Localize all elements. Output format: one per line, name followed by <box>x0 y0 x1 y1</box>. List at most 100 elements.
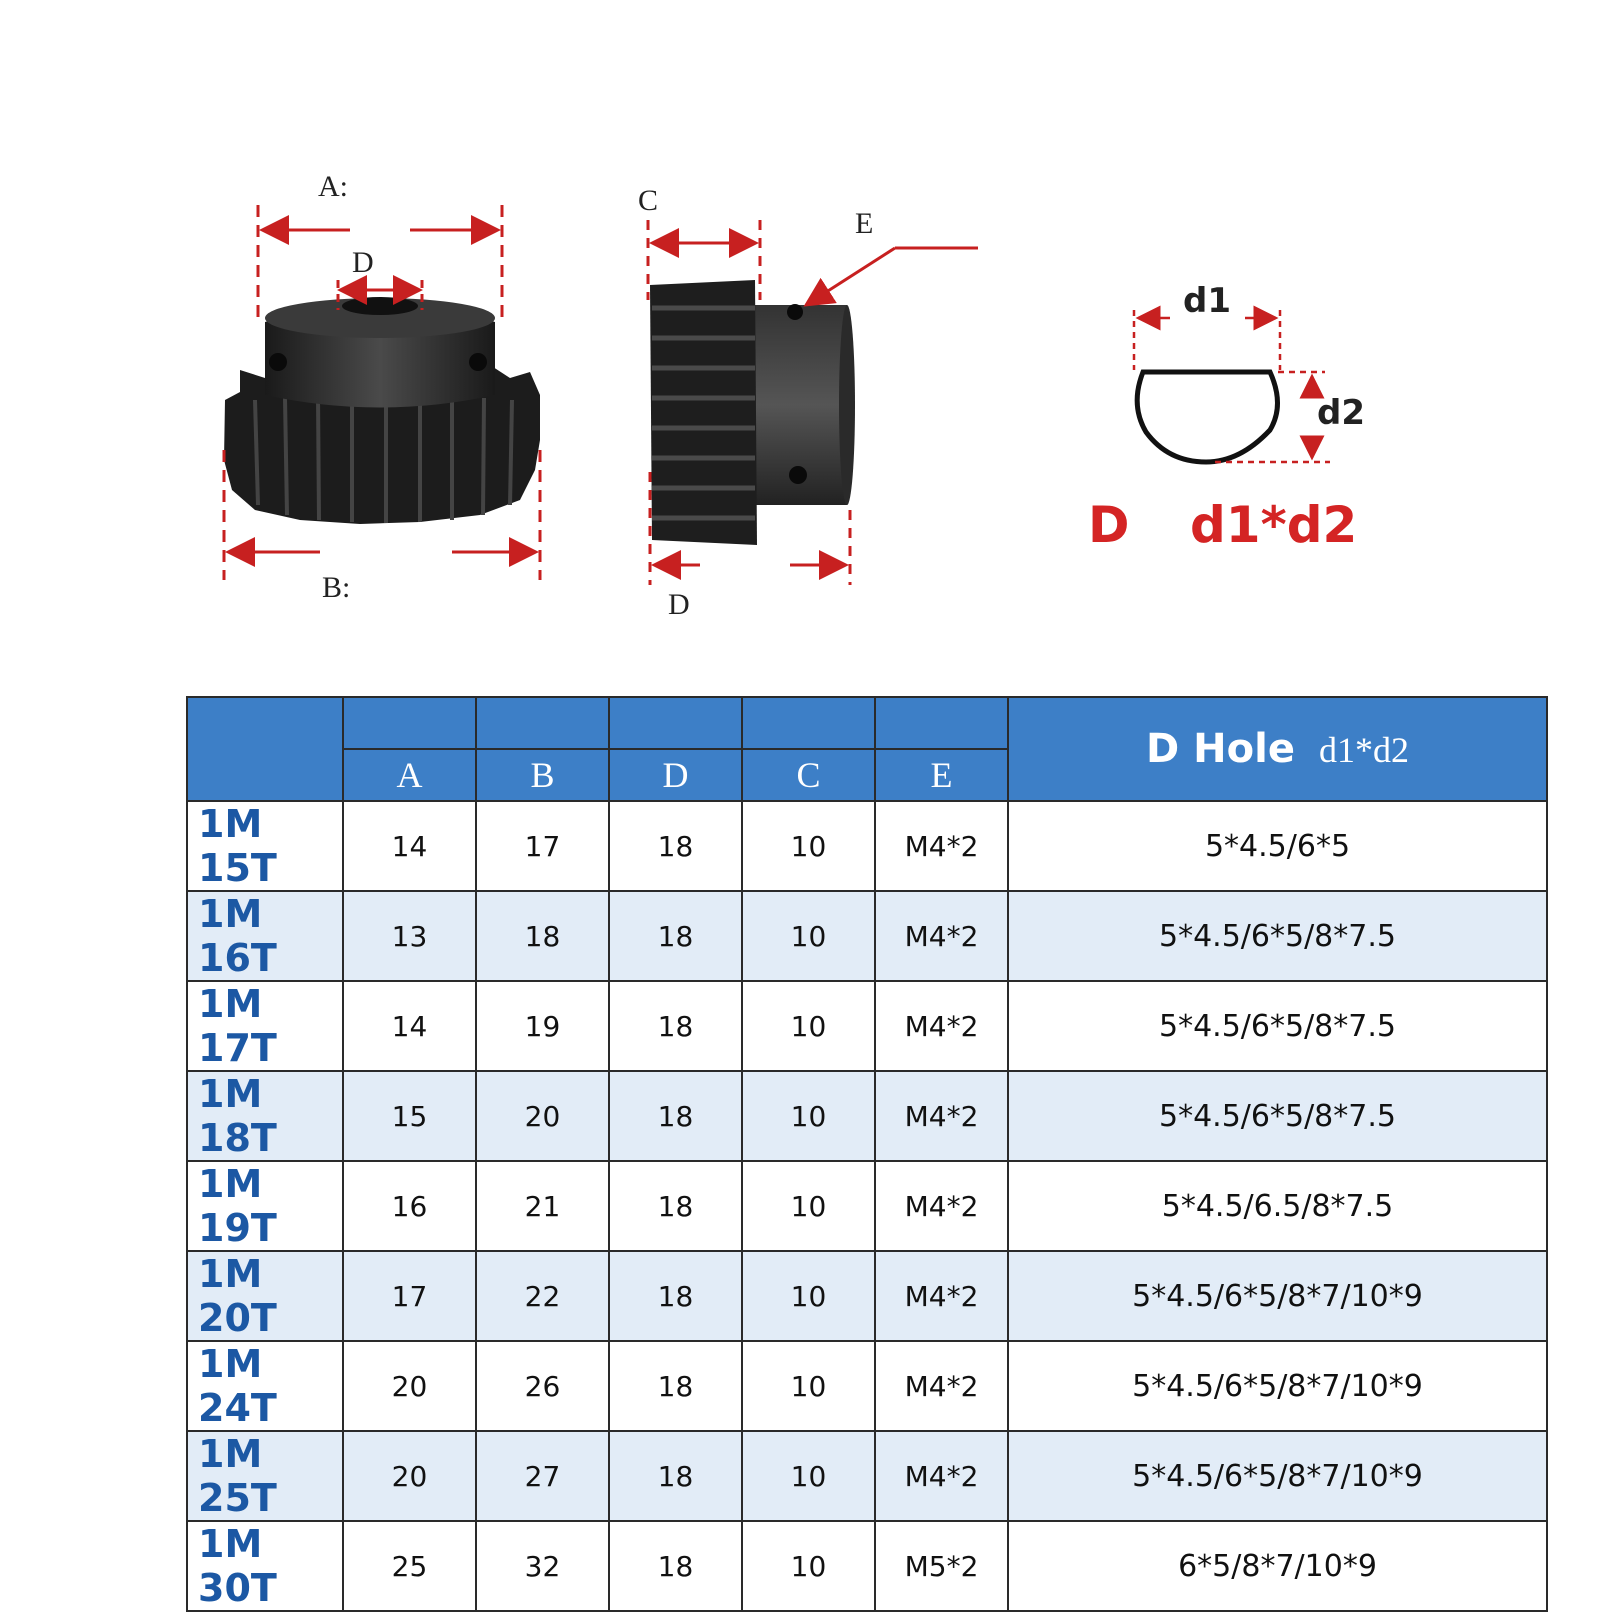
label-D-front: D <box>352 246 374 279</box>
header-spacer <box>342 696 477 750</box>
cell-model: 1M 18T <box>186 1070 344 1162</box>
cell-hole: 5*4.5/6*5 <box>1007 800 1548 892</box>
cell-C: 10 <box>741 1430 876 1522</box>
cell-E: M4*2 <box>874 1070 1009 1162</box>
cell-D: 18 <box>608 1340 743 1432</box>
cell-D: 18 <box>608 1430 743 1522</box>
cell-C: 10 <box>741 1250 876 1342</box>
cell-model: 1M 24T <box>186 1340 344 1432</box>
cell-B: 20 <box>475 1070 610 1162</box>
cell-D: 18 <box>608 1520 743 1612</box>
cell-A: 20 <box>342 1340 477 1432</box>
cell-E: M4*2 <box>874 1340 1009 1432</box>
table-row: 1M 30T 25 32 18 10 M5*2 6*5/8*7/10*9 <box>186 1520 1548 1612</box>
cell-B: 21 <box>475 1160 610 1252</box>
cell-C: 10 <box>741 890 876 982</box>
table-row: 1M 15T 14 17 18 10 M4*2 5*4.5/6*5 <box>186 800 1548 892</box>
dhole-sub: d1*d2 <box>1318 730 1409 770</box>
cell-model: 1M 17T <box>186 980 344 1072</box>
header-E: E <box>874 748 1009 802</box>
side-gear: C E D <box>638 184 978 621</box>
cell-C: 10 <box>741 1340 876 1432</box>
cell-C: 10 <box>741 980 876 1072</box>
d-hole-schematic: d1 d2 D d1*d2 <box>1088 281 1365 554</box>
cell-A: 14 <box>342 980 477 1072</box>
set-screw-icon <box>787 304 803 320</box>
cell-C: 10 <box>741 800 876 892</box>
header-A: A <box>342 748 477 802</box>
cell-E: M4*2 <box>874 800 1009 892</box>
bore-hole <box>342 297 418 315</box>
table-row: 1M 17T 14 19 18 10 M4*2 5*4.5/6*5/8*7.5 <box>186 980 1548 1072</box>
label-d2: d2 <box>1317 393 1365 433</box>
front-gear: A: D B: <box>222 170 542 604</box>
set-screw-icon <box>789 466 807 484</box>
cell-A: 16 <box>342 1160 477 1252</box>
cell-model: 1M 25T <box>186 1430 344 1522</box>
table-row: 1M 16T 13 18 18 10 M4*2 5*4.5/6*5/8*7.5 <box>186 890 1548 982</box>
label-d1: d1 <box>1183 281 1231 321</box>
d-hole-shape <box>1134 369 1280 465</box>
cell-D: 18 <box>608 980 743 1072</box>
cell-B: 26 <box>475 1340 610 1432</box>
header-spacer <box>741 696 876 750</box>
cell-E: M4*2 <box>874 1160 1009 1252</box>
cell-E: M5*2 <box>874 1520 1009 1612</box>
cell-hole: 6*5/8*7/10*9 <box>1007 1520 1548 1612</box>
gear-diagram: A: D B: <box>222 170 1365 621</box>
caption-D: D <box>1088 496 1130 554</box>
cell-D: 18 <box>608 1250 743 1342</box>
cell-B: 22 <box>475 1250 610 1342</box>
header-model <box>186 696 344 802</box>
cell-model: 1M 20T <box>186 1250 344 1342</box>
set-screw-icon <box>269 353 287 371</box>
table-row: 1M 25T 20 27 18 10 M4*2 5*4.5/6*5/8*7/10… <box>186 1430 1548 1522</box>
cell-C: 10 <box>741 1070 876 1162</box>
cell-model: 1M 30T <box>186 1520 344 1612</box>
cell-B: 17 <box>475 800 610 892</box>
cell-A: 17 <box>342 1250 477 1342</box>
header-C: C <box>741 748 876 802</box>
cell-C: 10 <box>741 1520 876 1612</box>
cell-E: M4*2 <box>874 980 1009 1072</box>
label-E: E <box>855 207 873 240</box>
cell-B: 32 <box>475 1520 610 1612</box>
label-B: B: <box>322 571 350 604</box>
cell-D: 18 <box>608 890 743 982</box>
cell-C: 10 <box>741 1160 876 1252</box>
cell-hole: 5*4.5/6*5/8*7/10*9 <box>1007 1340 1548 1432</box>
header-dhole: D Hole d1*d2 <box>1007 696 1548 802</box>
label-D-side: D <box>668 588 690 621</box>
label-C: C <box>638 184 658 217</box>
table-row: 1M 19T 16 21 18 10 M4*2 5*4.5/6.5/8*7.5 <box>186 1160 1548 1252</box>
cell-E: M4*2 <box>874 1250 1009 1342</box>
cell-A: 13 <box>342 890 477 982</box>
cell-model: 1M 19T <box>186 1160 344 1252</box>
header-spacer <box>475 696 610 750</box>
cell-A: 15 <box>342 1070 477 1162</box>
cell-B: 19 <box>475 980 610 1072</box>
table-row: 1M 24T 20 26 18 10 M4*2 5*4.5/6*5/8*7/10… <box>186 1340 1548 1432</box>
cell-E: M4*2 <box>874 890 1009 982</box>
cell-hole: 5*4.5/6*5/8*7/10*9 <box>1007 1430 1548 1522</box>
table-row: 1M 18T 15 20 18 10 M4*2 5*4.5/6*5/8*7.5 <box>186 1070 1548 1162</box>
cell-hole: 5*4.5/6*5/8*7/10*9 <box>1007 1250 1548 1342</box>
cell-A: 25 <box>342 1520 477 1612</box>
cell-D: 18 <box>608 800 743 892</box>
caption-formula: d1*d2 <box>1190 496 1357 554</box>
side-teeth <box>650 280 757 545</box>
header-spacer <box>608 696 743 750</box>
set-screw-icon <box>469 353 487 371</box>
header-B: B <box>475 748 610 802</box>
label-A: A: <box>318 170 348 203</box>
cell-D: 18 <box>608 1070 743 1162</box>
cell-A: 20 <box>342 1430 477 1522</box>
cell-hole: 5*4.5/6*5/8*7.5 <box>1007 980 1548 1072</box>
cell-hole: 5*4.5/6.5/8*7.5 <box>1007 1160 1548 1252</box>
table-row: 1M 20T 17 22 18 10 M4*2 5*4.5/6*5/8*7/10… <box>186 1250 1548 1342</box>
cell-model: 1M 16T <box>186 890 344 982</box>
cell-model: 1M 15T <box>186 800 344 892</box>
cell-hole: 5*4.5/6*5/8*7.5 <box>1007 1070 1548 1162</box>
dhole-title: D Hole <box>1146 726 1295 772</box>
